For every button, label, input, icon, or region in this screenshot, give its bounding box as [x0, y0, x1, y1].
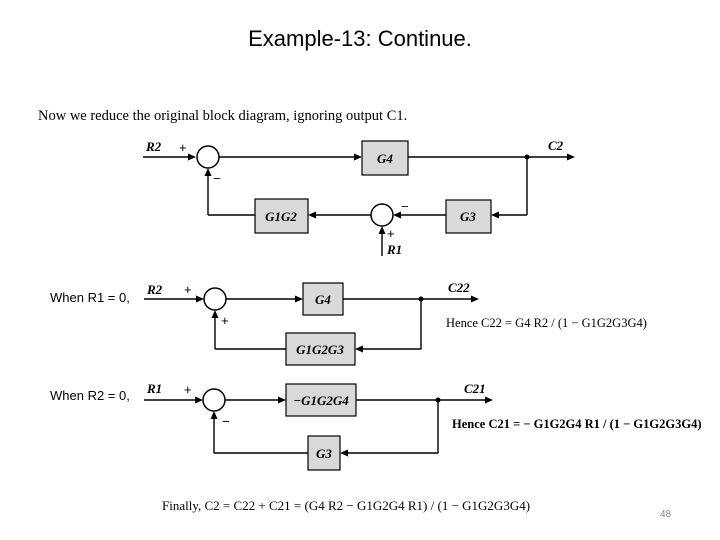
- case1-equation: Hence C22 = G4 R2 / (1 − G1G2G3G4): [446, 316, 647, 330]
- case2-block-diagram: R1 + − −G1G2G4 C21 G3: [144, 381, 493, 471]
- case1-sum-plus-top: +: [184, 282, 192, 297]
- case1-label: When R1 = 0,: [50, 290, 130, 305]
- case1-input-label: R2: [146, 282, 163, 297]
- top-sum2-minus: −: [401, 199, 409, 214]
- case2-forward-block-label: −G1G2G4: [293, 393, 349, 408]
- case2-output-label: C21: [464, 381, 486, 396]
- top-sum1-plus: +: [179, 140, 187, 155]
- intro-text: Now we reduce the original block diagram…: [38, 108, 408, 124]
- top-sum1-minus: −: [213, 171, 221, 186]
- case1-feedback-block: [285, 332, 356, 366]
- final-equation: Finally, C2 = C22 + C21 = (G4 R2 − G1G2G…: [162, 498, 531, 513]
- top-output-label: C2: [548, 138, 564, 153]
- slide-title: Example-13: Continue.: [248, 26, 472, 51]
- case1-output-label: C22: [448, 280, 470, 295]
- case2-sum-minus: −: [222, 414, 230, 429]
- case2-label: When R2 = 0,: [50, 388, 130, 403]
- case1-summing-junction: [203, 287, 227, 311]
- top-block-g1g2-label: G1G2: [265, 209, 297, 224]
- case1-sum-plus-bottom: +: [221, 313, 229, 328]
- case1-forward-block-label: G4: [315, 292, 331, 307]
- top-block-g1g2: [254, 198, 309, 234]
- top-block-g3: [445, 199, 492, 234]
- case2-sum-plus: +: [184, 382, 192, 397]
- top-block-diagram: R2 + − G4 C2 G3 − + R1 G1G2: [143, 138, 575, 257]
- top-summing-junction-2: [370, 203, 394, 227]
- top-summing-junction-1: [196, 145, 220, 169]
- top-block-g4: [361, 140, 409, 176]
- top-block-g4-label: G4: [377, 151, 393, 166]
- case1-feedback-block-label: G1G2G3: [296, 342, 344, 357]
- case1-block-diagram: R2 + + G4 C22 G1G2G3: [144, 280, 479, 366]
- top-input-label: R2: [145, 139, 162, 154]
- page-number: 48: [660, 509, 672, 520]
- case2-summing-junction: [202, 388, 226, 412]
- top-disturbance-label: R1: [386, 242, 402, 257]
- case2-equation: Hence C21 = − G1G2G4 R1 / (1 − G1G2G3G4): [452, 417, 702, 431]
- top-sum2-plus: +: [387, 226, 395, 241]
- case2-feedback-block-label: G3: [316, 446, 332, 461]
- top-block-g3-label: G3: [460, 209, 476, 224]
- case2-input-label: R1: [146, 381, 162, 396]
- case2-feedback-block: [307, 435, 341, 471]
